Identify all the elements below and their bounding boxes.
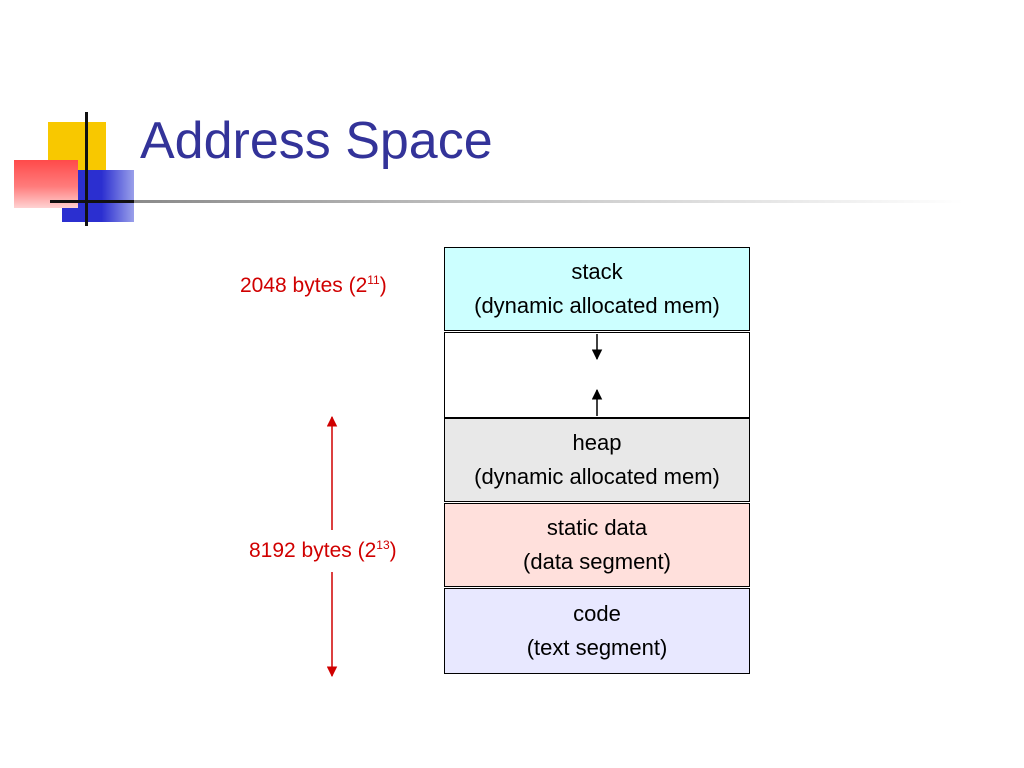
segment-code-desc: (text segment) — [526, 635, 668, 660]
lower-size-label: 8192 bytes (213) — [249, 539, 397, 563]
stack-size-text: 2048 bytes (2 — [240, 274, 368, 297]
segment-stack: stack (dynamic allocated mem) — [444, 247, 750, 331]
lower-size-close: ) — [389, 539, 397, 562]
segment-code: code (text segment) — [444, 588, 750, 674]
lower-size-exponent: 13 — [376, 538, 390, 552]
stack-size-exponent: 11 — [367, 273, 380, 287]
segment-static-desc: (data segment) — [523, 549, 671, 574]
stack-size-label: 2048 bytes (211) — [240, 274, 387, 298]
segment-heap: heap (dynamic allocated mem) — [444, 418, 750, 502]
segment-stack-desc: (dynamic allocated mem) — [474, 293, 720, 318]
stack-size-close: ) — [379, 274, 387, 297]
lower-size-text: 8192 bytes (2 — [249, 539, 377, 562]
segment-static-name: static data — [546, 515, 648, 540]
segment-code-name: code — [573, 601, 621, 626]
deco-horizontal-line — [50, 200, 134, 203]
segment-heap-name: heap — [572, 430, 622, 455]
segment-static-data: static data (data segment) — [444, 503, 750, 587]
slide-title: Address Space — [140, 112, 493, 170]
deco-vertical-line — [85, 112, 88, 226]
segment-heap-desc: (dynamic allocated mem) — [474, 464, 720, 489]
title-underline — [134, 200, 964, 203]
segment-stack-name: stack — [571, 259, 623, 284]
